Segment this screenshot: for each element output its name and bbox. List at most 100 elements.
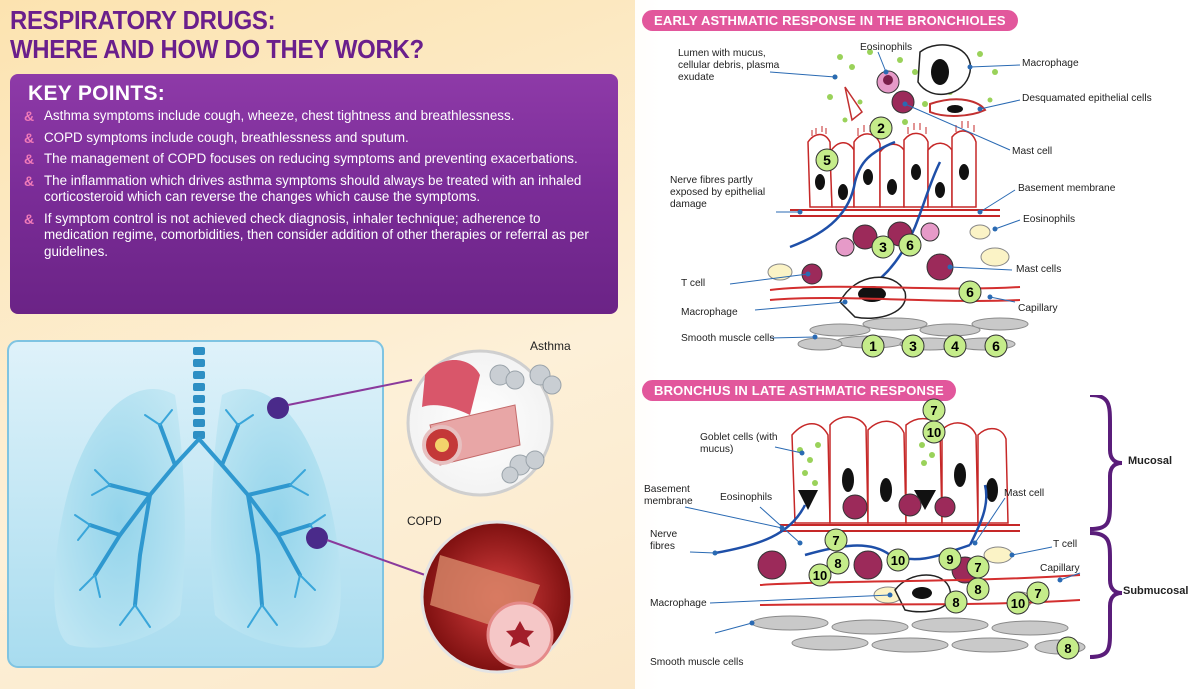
label-late-eosinophils: Eosinophils xyxy=(720,492,773,503)
late-smooth-muscle xyxy=(751,615,1086,655)
asthma-pointer-line xyxy=(287,379,413,406)
list-item: &Asthma symptoms include cough, wheeze, … xyxy=(24,108,604,125)
leader-dots xyxy=(797,64,998,340)
badge: 8 xyxy=(826,551,850,575)
nerve-fibre xyxy=(789,140,896,249)
key-point-text: The inflammation which drives asthma sym… xyxy=(44,172,582,205)
svg-text:6: 6 xyxy=(906,237,914,253)
early-badges: 2 5 3 6 6 1 3 4 6 xyxy=(815,116,1008,358)
badge: 9 xyxy=(938,547,962,571)
label-late-mast-cell: Mast cell xyxy=(1004,488,1045,499)
key-points-heading: KEY POINTS: xyxy=(28,82,166,105)
label-desquamated: Desquamated epithelial cells xyxy=(1022,93,1152,104)
label-eosinophils-mid: Eosinophils xyxy=(1023,214,1076,225)
svg-text:10: 10 xyxy=(1011,596,1025,611)
late-nerve-branch xyxy=(968,484,988,546)
badge: 2 xyxy=(869,116,893,140)
key-point-text: COPD symptoms include cough, breathlessn… xyxy=(44,129,409,145)
badge: 10 xyxy=(1006,591,1030,615)
eosinophil-top xyxy=(876,70,915,114)
bronchial-tree xyxy=(88,423,312,607)
list-item: &If symptom control is not achieved chec… xyxy=(24,211,604,261)
svg-text:10: 10 xyxy=(927,425,941,440)
label-eosinophils-top: Eosinophils xyxy=(860,42,913,53)
lungs-illustration: Asthma COPD xyxy=(7,339,574,674)
asthma-marker xyxy=(267,397,289,419)
leader-lines xyxy=(729,51,1021,339)
late-nuclei xyxy=(798,463,998,510)
late-badges: 7 10 7 8 10 10 9 7 8 8 10 7 8 xyxy=(808,398,1080,660)
svg-text:2: 2 xyxy=(877,120,885,136)
label-submucosal: Submucosal xyxy=(1123,585,1189,597)
label-late-nerve: Nerve fibres xyxy=(650,529,678,552)
late-response-diagram: 7 10 7 8 10 10 9 7 8 8 10 7 8 xyxy=(684,395,1123,660)
svg-text:5: 5 xyxy=(823,152,831,168)
badge: 4 xyxy=(943,334,967,358)
title-line-2: WHERE AND HOW DO THEY WORK? xyxy=(10,34,424,64)
svg-text:6: 6 xyxy=(966,284,974,300)
label-lumen: Lumen with mucus, cellular debris, plasm… xyxy=(678,48,780,83)
label-mast-cells: Mast cells xyxy=(1016,264,1062,275)
badge: 7 xyxy=(966,555,990,579)
svg-text:9: 9 xyxy=(946,552,953,567)
ampersand-bullet-icon: & xyxy=(24,129,35,146)
label-mucosal: Mucosal xyxy=(1128,455,1173,467)
badge: 3 xyxy=(901,334,925,358)
asthma-alveoli xyxy=(489,364,562,484)
svg-text:3: 3 xyxy=(909,338,917,354)
label-smooth-muscle: Smooth muscle cells xyxy=(681,333,775,344)
list-item: &The management of COPD focuses on reduc… xyxy=(24,151,604,168)
copd-lumen xyxy=(506,621,534,647)
asthma-tissue xyxy=(422,360,480,415)
late-response-heading: BRONCHUS IN LATE ASTHMATIC RESPONSE xyxy=(642,380,956,401)
badge: 5 xyxy=(815,148,839,172)
late-leader-dots xyxy=(712,450,1063,626)
key-point-text: The management of COPD focuses on reduci… xyxy=(44,151,578,166)
badge: 8 xyxy=(944,590,968,614)
label-capillary: Capillary xyxy=(1018,303,1058,314)
svg-text:8: 8 xyxy=(974,582,981,597)
svg-text:7: 7 xyxy=(1034,586,1041,601)
key-points-list: &Asthma symptoms include cough, wheeze, … xyxy=(24,108,604,260)
copd-marker xyxy=(306,527,328,549)
goblet-mucus xyxy=(797,442,935,486)
eosinophils-mid xyxy=(835,222,940,257)
label-basement: Basement membrane xyxy=(1018,183,1116,194)
svg-text:7: 7 xyxy=(930,403,937,418)
svg-text:10: 10 xyxy=(891,553,905,568)
badge: 3 xyxy=(871,235,895,259)
badge: 8 xyxy=(1056,636,1080,660)
badge: 8 xyxy=(966,577,990,601)
key-points-box: KEY POINTS: &Asthma symptoms include cou… xyxy=(10,74,618,314)
label-late-macrophage: Macrophage xyxy=(650,598,707,609)
list-item: &COPD symptoms include cough, breathless… xyxy=(24,130,604,147)
label-late-smooth: Smooth muscle cells xyxy=(650,657,744,668)
key-point-text: If symptom control is not achieved check… xyxy=(44,210,589,259)
early-response-heading: EARLY ASTHMATIC RESPONSE IN THE BRONCHIO… xyxy=(642,10,1018,31)
svg-text:1: 1 xyxy=(869,338,877,354)
cilia xyxy=(811,121,975,136)
badge: 7 xyxy=(824,528,848,552)
svg-text:7: 7 xyxy=(974,560,981,575)
mast-cells-cluster xyxy=(801,221,954,285)
label-nerve: Nerve fibres partly exposed by epithelia… xyxy=(670,175,766,210)
badge: 10 xyxy=(922,420,946,444)
svg-text:8: 8 xyxy=(952,595,959,610)
debris-cell xyxy=(844,86,864,122)
macrophage-nucleus xyxy=(931,59,949,85)
list-item: &The inflammation which drives asthma sy… xyxy=(24,173,604,206)
label-late-basement: Basement membrane xyxy=(644,484,693,507)
svg-text:10: 10 xyxy=(813,568,827,583)
svg-text:4: 4 xyxy=(951,338,959,354)
svg-text:3: 3 xyxy=(879,239,887,255)
label-late-capillary: Capillary xyxy=(1040,563,1080,574)
late-leader-lines xyxy=(684,446,1081,634)
page-title: RESPIRATORY DRUGS: WHERE AND HOW DO THEY… xyxy=(10,6,424,64)
label-late-t-cell: T cell xyxy=(1053,539,1078,550)
yellow-cells xyxy=(767,224,1010,281)
title-line-1: RESPIRATORY DRUGS: xyxy=(10,5,276,35)
submucosal-brace xyxy=(1089,531,1123,659)
ampersand-bullet-icon: & xyxy=(24,172,35,189)
svg-text:7: 7 xyxy=(832,533,839,548)
copd-label: COPD xyxy=(407,514,442,528)
